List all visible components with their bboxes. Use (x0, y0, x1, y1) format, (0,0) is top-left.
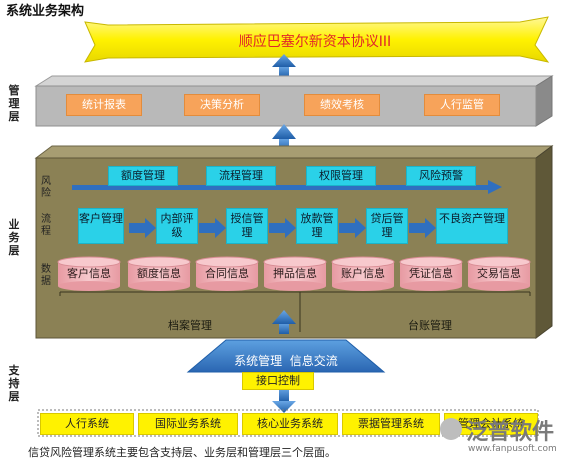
archive-label-right: 台账管理 (408, 319, 452, 332)
layer-label-support: 支持层 (8, 364, 20, 403)
row-label-risk: 风险 (41, 176, 51, 199)
data-item: 合同信息 (205, 267, 249, 280)
banner-ribbon (84, 16, 550, 63)
support-item: 国际业务系统 (138, 413, 238, 435)
up-arrow-management (272, 54, 296, 78)
up-arrow-business (272, 124, 296, 152)
management-item: 绩效考核 (304, 94, 380, 116)
risk-item: 额度管理 (108, 166, 178, 186)
data-item: 交易信息 (477, 267, 521, 280)
process-item: 内部评级 (156, 208, 198, 244)
support-item: 人行系统 (40, 413, 134, 435)
support-item: 核心业务系统 (242, 413, 338, 435)
watermark-url: www.fanpusoft.com (468, 444, 557, 454)
process-item: 不良资产管理 (436, 208, 508, 244)
support-pedestal (186, 310, 386, 373)
risk-item: 风险预警 (406, 166, 476, 186)
cylinder-2 (127, 256, 191, 291)
layer-label-management: 管理层 (8, 84, 20, 123)
data-item: 额度信息 (137, 267, 181, 280)
process-item: 放款管理 (296, 208, 338, 244)
management-item: 统计报表 (66, 94, 142, 116)
risk-item: 权限管理 (306, 166, 376, 186)
layer-label-business: 业务层 (8, 218, 20, 257)
support-item: 票据管理系统 (342, 413, 440, 435)
cylinder-6 (399, 256, 463, 291)
process-item: 客户管理 (78, 208, 124, 244)
cylinder-4 (263, 256, 327, 291)
process-item: 授信管理 (226, 208, 268, 244)
cylinder-3 (195, 256, 259, 291)
row-label-data: 数据 (41, 264, 51, 287)
data-item: 凭证信息 (409, 267, 453, 280)
cylinder-5 (331, 256, 395, 291)
row-label-process: 流程 (41, 214, 51, 237)
support-bar-frame (37, 409, 539, 437)
cylinder-1 (57, 256, 121, 291)
data-item: 账户信息 (341, 267, 385, 280)
archive-label-left: 档案管理 (168, 319, 212, 332)
process-item: 贷后管理 (366, 208, 408, 244)
interface-control-box: 接口控制 (242, 372, 314, 390)
watermark-logo-icon (440, 418, 462, 440)
support-item: 管理会计系统 (444, 413, 538, 435)
cylinder-7 (467, 256, 531, 291)
management-item: 决策分析 (184, 94, 260, 116)
page-title: 系统业务架构 (6, 4, 85, 19)
risk-item: 流程管理 (206, 166, 276, 186)
banner-text: 顺应巴塞尔新资本协议III (238, 34, 392, 50)
caption: 信贷风险管理系统主要包含支持层、业务层和管理层三个层面。 (28, 446, 336, 459)
data-item: 押品信息 (273, 267, 317, 280)
data-cylinders (57, 256, 531, 291)
process-arrows (129, 218, 436, 238)
archive-divider (59, 291, 531, 332)
data-item: 客户信息 (67, 267, 111, 280)
watermark-brand: 泛普软件 (466, 420, 555, 445)
risk-flow-arrow (72, 180, 502, 194)
double-arrow-support (272, 388, 296, 413)
system-banner-text: 系统管理 信息交流 (234, 354, 338, 368)
management-item: 人行监管 (424, 94, 500, 116)
